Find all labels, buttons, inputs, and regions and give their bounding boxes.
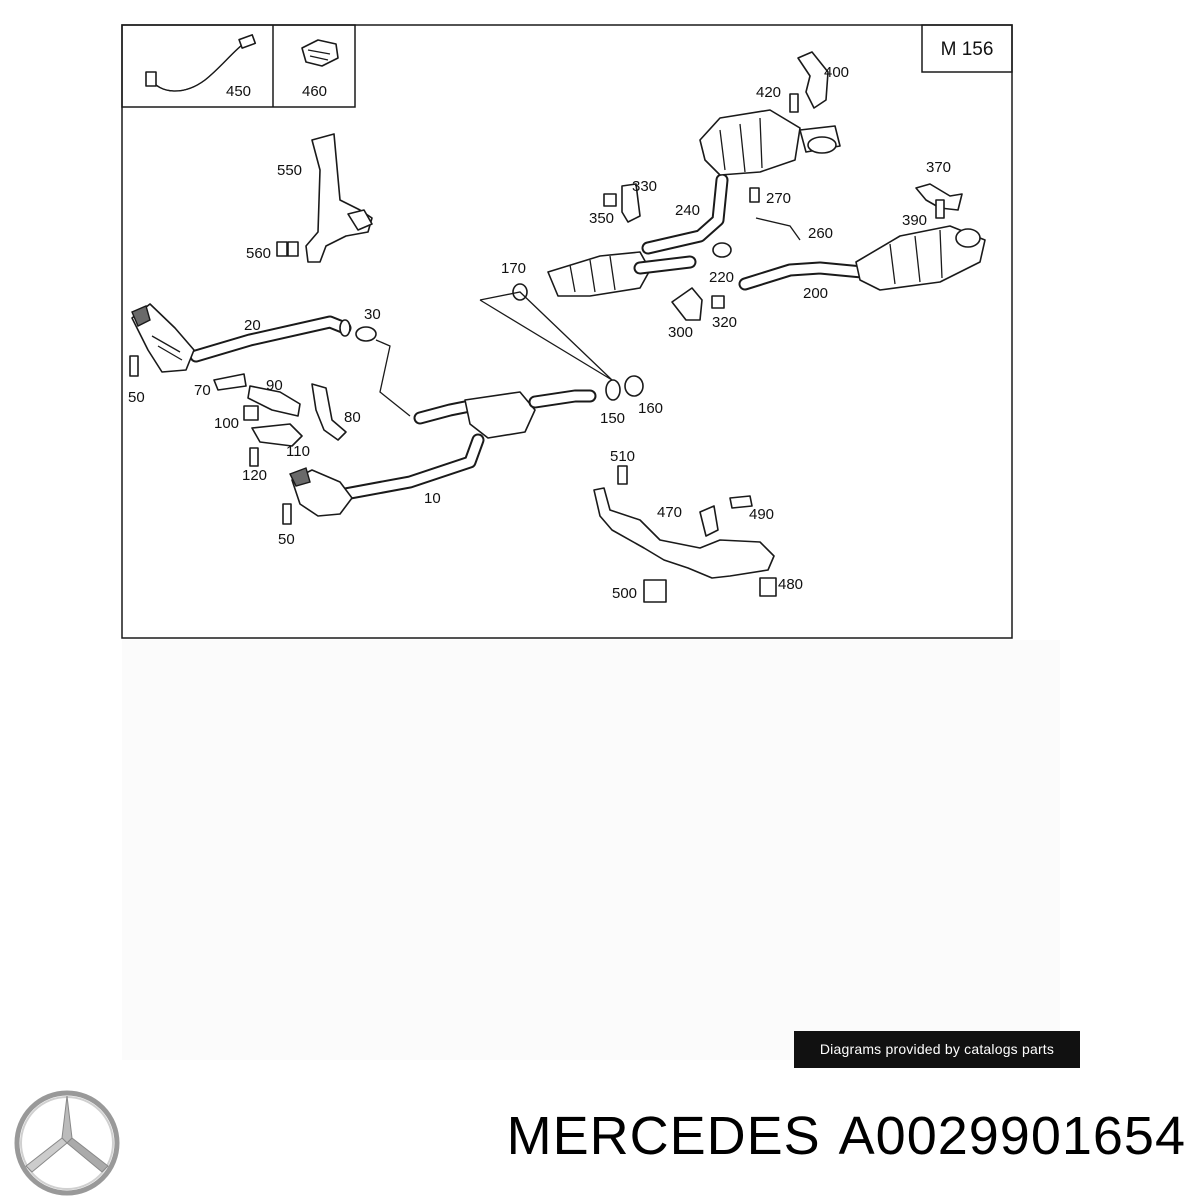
- clamp-30: [355, 326, 377, 342]
- background-panel: [122, 640, 1060, 1060]
- callout-470: 470: [657, 504, 682, 521]
- bolt-420: [789, 93, 799, 113]
- callout-490: 490: [749, 506, 774, 523]
- lambda-sensor-450: [145, 34, 257, 92]
- callout-400: 400: [824, 64, 849, 81]
- strap-260: [755, 217, 801, 241]
- bolt-50-upper: [129, 355, 139, 377]
- bolt-270: [749, 187, 760, 203]
- part-number: A0029901654: [838, 1106, 1186, 1166]
- brand-name: MERCEDES: [506, 1106, 821, 1166]
- callout-160: 160: [638, 400, 663, 417]
- mid-pipe-240: [547, 173, 729, 297]
- gasket-110: [251, 423, 303, 447]
- callout-80: 80: [344, 409, 361, 426]
- nut-100: [243, 405, 259, 421]
- callout-120: 120: [242, 467, 267, 484]
- callout-170: 170: [501, 260, 526, 277]
- engine-label: M 156: [941, 39, 994, 60]
- nut-320: [711, 295, 725, 309]
- heat-shield-470: [593, 487, 775, 579]
- callout-510: 510: [610, 448, 635, 465]
- callout-150: 150: [600, 410, 625, 427]
- front-pipe-10: [289, 433, 485, 517]
- callout-560: 560: [246, 245, 271, 262]
- callout-330: 330: [632, 178, 657, 195]
- hanger-370: [915, 183, 963, 211]
- callout-240: 240: [675, 202, 700, 219]
- callout-100: 100: [214, 415, 239, 432]
- center-catalyst: [413, 389, 597, 439]
- callout-390: 390: [902, 212, 927, 229]
- bracket-90: [247, 385, 301, 417]
- bracket-80: [311, 383, 347, 441]
- product-title: MERCEDES A0029901654: [489, 1105, 1186, 1167]
- bracket-70: [213, 373, 247, 391]
- clip-560: [276, 241, 299, 257]
- clip-490: [729, 495, 753, 509]
- callout-350: 350: [589, 210, 614, 227]
- front-pipe-20: [131, 303, 352, 373]
- callout-370: 370: [926, 159, 951, 176]
- callout-200: 200: [803, 285, 828, 302]
- clip-480: [759, 577, 777, 597]
- nut-350: [603, 193, 617, 207]
- rear-muffler-upper: [699, 109, 841, 176]
- callout-500: 500: [612, 585, 637, 602]
- clamp-150: [605, 379, 621, 401]
- bolt-510: [617, 465, 628, 485]
- callout-110: 110: [286, 443, 310, 460]
- callout-480: 480: [778, 576, 803, 593]
- clamp-160: [624, 375, 644, 397]
- callout-10: 10: [424, 490, 441, 507]
- callout-300: 300: [668, 324, 693, 341]
- bolt-390: [935, 199, 945, 219]
- clip-500: [643, 579, 667, 603]
- connector-460: [301, 39, 339, 67]
- callout-450: 450: [226, 83, 251, 100]
- callout-20: 20: [244, 317, 261, 334]
- callout-550: 550: [277, 162, 302, 179]
- bracket-300: [671, 287, 703, 321]
- bolt-50-lower: [282, 503, 292, 525]
- callout-70: 70: [194, 382, 211, 399]
- credit-banner: Diagrams provided by catalogs parts: [794, 1031, 1080, 1068]
- callout-50-lower: 50: [278, 531, 295, 548]
- callout-320: 320: [712, 314, 737, 331]
- bolt-120: [249, 447, 259, 467]
- callout-460: 460: [302, 83, 327, 100]
- callout-90: 90: [266, 377, 283, 394]
- callout-220: 220: [709, 269, 734, 286]
- exhaust-system-diagram: M 156: [121, 24, 1013, 639]
- clamp-220: [712, 242, 732, 258]
- callout-30: 30: [364, 306, 381, 323]
- inset-box: [121, 24, 356, 108]
- rear-pipe-200: [738, 225, 986, 291]
- callout-270: 270: [766, 190, 791, 207]
- callout-260: 260: [808, 225, 833, 242]
- callout-50-upper: 50: [128, 389, 145, 406]
- mercedes-star-logo-icon: [14, 1090, 120, 1196]
- callout-420: 420: [756, 84, 781, 101]
- hanger-400: [797, 51, 829, 109]
- bracket-550: [305, 133, 373, 263]
- engine-label-box: [921, 24, 1013, 73]
- bracket-330: [621, 183, 641, 223]
